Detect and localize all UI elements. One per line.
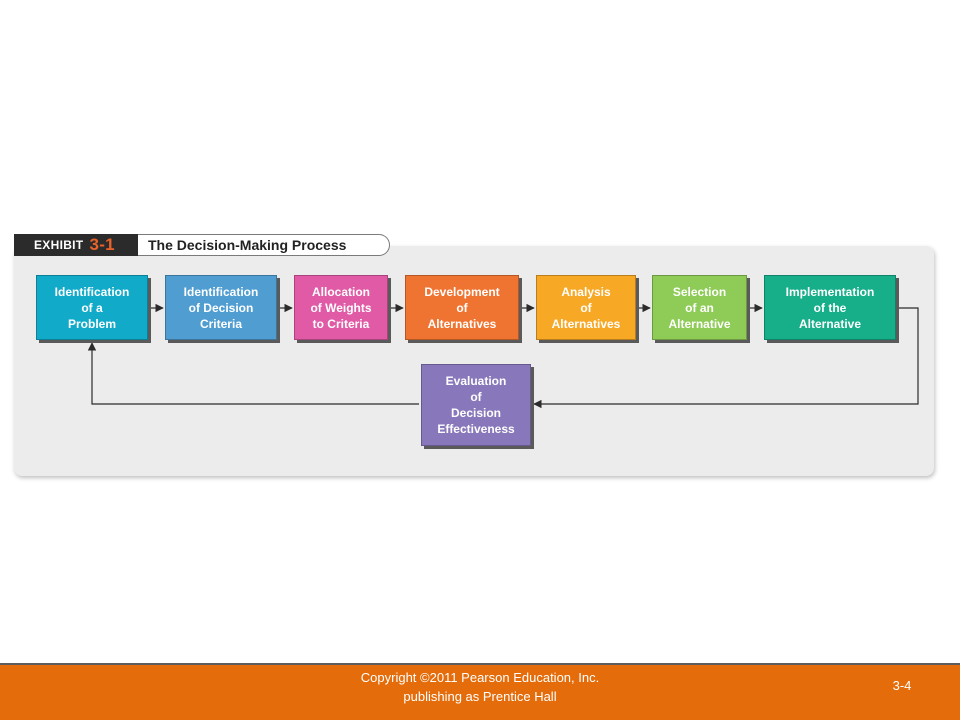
step-allocation-of-weights: Allocation of Weights to Criteria <box>294 275 388 340</box>
step-label: Allocation of Weights to Criteria <box>310 285 372 331</box>
footer-bar <box>0 663 960 720</box>
step-label: Analysis of Alternatives <box>551 285 621 331</box>
step-label: Evaluation of Decision Effectiveness <box>437 374 515 436</box>
step-development-of-alternatives: Development of Alternatives <box>405 275 519 340</box>
step-label: Identification of Decision Criteria <box>183 285 259 331</box>
step-analysis-of-alternatives: Analysis of Alternatives <box>536 275 636 340</box>
exhibit-number: 3-1 <box>89 235 115 254</box>
step-label: Implementation of the Alternative <box>785 285 875 331</box>
exhibit-header: EXHIBIT 3-1 The Decision-Making Process <box>14 234 390 256</box>
step-selection-of-alternative: Selection of an Alternative <box>652 275 747 340</box>
step-implementation-of-alternative: Implementation of the Alternative <box>764 275 896 340</box>
slide-number: 3-4 <box>892 678 912 693</box>
step-identification-of-problem: Identification of a Problem <box>36 275 148 340</box>
step-label: Identification of a Problem <box>54 285 130 331</box>
step-label: Selection of an Alternative <box>668 285 731 331</box>
exhibit-tag: EXHIBIT 3-1 <box>14 234 138 256</box>
copyright-line-1: Copyright ©2011 Pearson Education, Inc. <box>360 670 600 685</box>
step-identification-of-criteria: Identification of Decision Criteria <box>165 275 277 340</box>
copyright-notice: Copyright ©2011 Pearson Education, Inc. … <box>300 668 660 706</box>
exhibit-title: The Decision-Making Process <box>138 234 390 256</box>
exhibit-label: EXHIBIT <box>34 238 84 252</box>
step-evaluation-of-effectiveness: Evaluation of Decision Effectiveness <box>421 364 531 446</box>
step-label: Development of Alternatives <box>424 285 500 331</box>
copyright-line-2: publishing as Prentice Hall <box>403 689 557 704</box>
